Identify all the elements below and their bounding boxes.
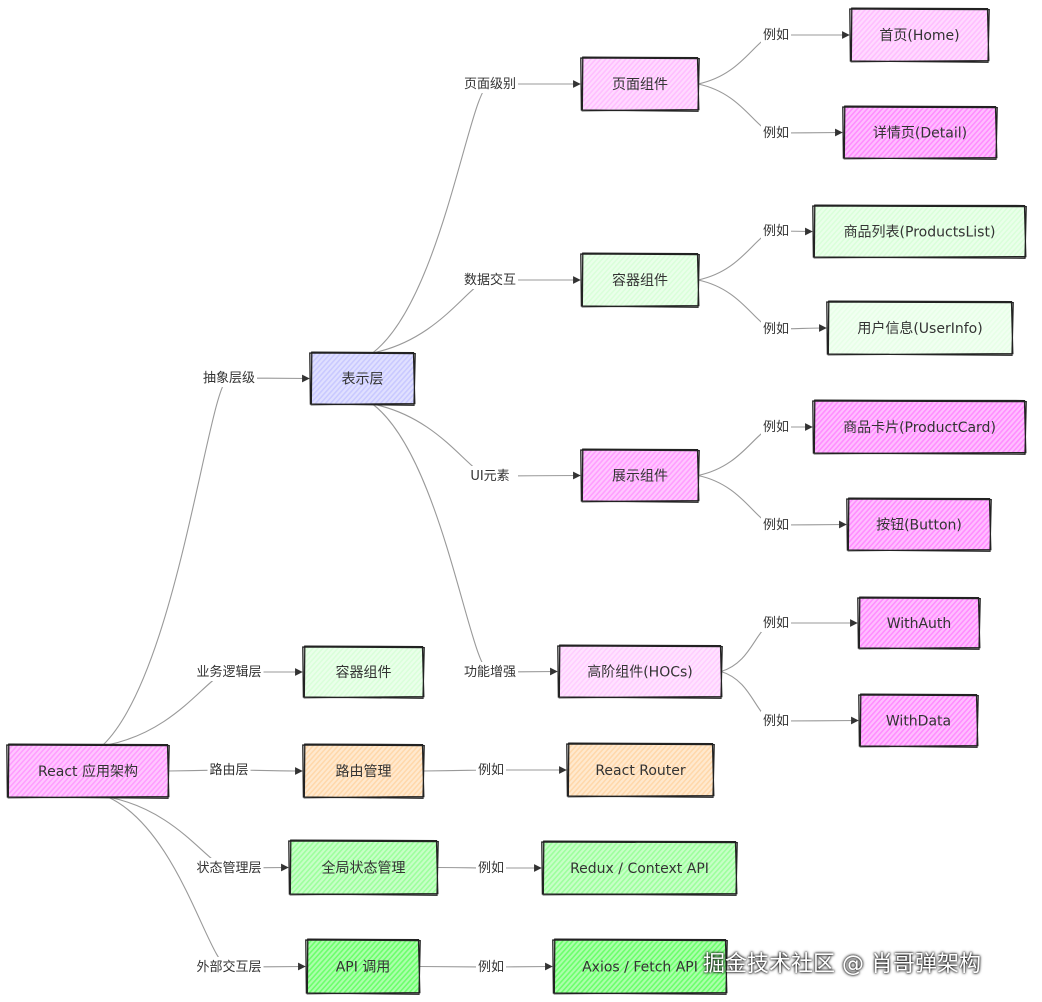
- node-label-pres: 表示层: [342, 372, 384, 388]
- edge-label-bg: [462, 74, 518, 93]
- node-label-pcard: 商品卡片(ProductCard): [843, 420, 996, 436]
- edge-label-pres-hoc: 功能增强: [464, 665, 516, 680]
- edge-label-bg: [194, 957, 264, 976]
- node-page: 页面组件: [580, 56, 700, 112]
- edge-label-pres-disp: UI元素: [470, 469, 509, 484]
- edge-root-api: [107, 796, 306, 971]
- edge-label-bg: [462, 270, 518, 289]
- edge-label-bg: [201, 368, 257, 387]
- edge-label-disp-pcard: 例如: [763, 419, 789, 435]
- node-root: React 应用架构: [6, 743, 170, 799]
- node-label-cont: 容器组件: [612, 272, 668, 289]
- watermark: 掘金技术社区 @ 肖哥弹架构: [703, 952, 981, 977]
- node-uinfo: 用户信息(UserInfo): [826, 300, 1014, 356]
- node-cont: 容器组件: [580, 252, 700, 308]
- node-label-uinfo: 用户信息(UserInfo): [857, 320, 982, 337]
- node-plist: 商品列表(ProductsList): [812, 204, 1027, 259]
- node-wdata: WithData: [858, 693, 979, 748]
- edge-label-root-pres: 抽象层级: [203, 371, 255, 386]
- edge-label-bg: [476, 760, 506, 779]
- node-axios: Axios / Fetch API: [552, 938, 728, 995]
- node-label-wdata: WithData: [886, 714, 951, 730]
- node-route: 路由管理: [302, 743, 425, 799]
- node-api: API 调用: [305, 938, 421, 995]
- edge-label-pres-page: 页面级别: [464, 77, 516, 92]
- node-label-root: React 应用架构: [38, 763, 138, 780]
- edge-label-pres-cont: 数据交互: [464, 272, 516, 288]
- node-home: 首页(Home): [849, 7, 990, 63]
- edge-label-bg: [761, 613, 791, 632]
- edge-label-bg: [462, 466, 518, 485]
- edge-label-route-rr: 例如: [478, 762, 504, 778]
- node-disp: 展示组件: [580, 448, 700, 503]
- node-detail: 详情页(Detail): [842, 105, 998, 160]
- edge-label-bg: [761, 319, 791, 338]
- node-rr: React Router: [566, 742, 715, 798]
- edge-label-hoc-wauth: 例如: [763, 615, 789, 631]
- edge-disp-pcard: [697, 423, 813, 477]
- edge-label-state-redux: 例如: [478, 860, 504, 876]
- edge-pres-hoc: [372, 403, 558, 676]
- edge-label-hoc-wdata: 例如: [763, 713, 789, 729]
- edge-label-bg: [476, 957, 506, 976]
- edge-cont-plist: [697, 227, 813, 281]
- node-label-disp: 展示组件: [612, 469, 668, 485]
- node-redux: Redux / Context API: [541, 840, 738, 896]
- edge-label-cont-uinfo: 例如: [763, 321, 789, 337]
- node-btn: 按钮(Button): [846, 497, 992, 552]
- node-label-route: 路由管理: [336, 764, 392, 780]
- edge-label-bg: [761, 515, 791, 534]
- edge-label-cont-plist: 例如: [763, 223, 789, 239]
- node-label-rr: React Router: [595, 763, 686, 779]
- node-label-page: 页面组件: [612, 77, 668, 93]
- edge-label-bg: [476, 858, 506, 877]
- node-hoc: 高阶组件(HOCs): [557, 644, 723, 699]
- node-pres: 表示层: [309, 351, 416, 406]
- edge-root-state: [107, 796, 289, 872]
- node-label-home: 首页(Home): [879, 28, 959, 44]
- node-label-redux: Redux / Context API: [570, 861, 709, 877]
- edge-label-bg: [761, 123, 791, 142]
- node-state: 全局状态管理: [288, 839, 439, 896]
- node-label-btn: 按钮(Button): [876, 518, 962, 534]
- node-label-state: 全局状态管理: [322, 860, 406, 877]
- node-label-plist: 商品列表(ProductsList): [844, 225, 996, 241]
- edge-label-root-api: 外部交互层: [196, 959, 261, 975]
- edge-pres-page: [372, 80, 581, 354]
- edge-label-bg: [194, 858, 264, 877]
- node-label-detail: 详情页(Detail): [873, 126, 967, 142]
- edge-label-page-home: 例如: [763, 27, 789, 43]
- edge-label-root-route: 路由层: [209, 762, 248, 778]
- node-label-biz: 容器组件: [336, 664, 392, 681]
- edge-label-bg: [761, 711, 791, 730]
- edge-label-bg: [761, 417, 791, 436]
- edge-label-api-axios: 例如: [478, 959, 504, 975]
- edge-root-pres: [102, 374, 310, 746]
- node-label-hoc: 高阶组件(HOCs): [587, 664, 693, 681]
- edge-label-page-detail: 例如: [763, 125, 789, 141]
- node-wauth: WithAuth: [857, 596, 981, 650]
- edge-label-root-state: 状态管理层: [196, 861, 261, 876]
- node-label-api: API 调用: [336, 960, 391, 976]
- edge-label-bg: [194, 662, 264, 681]
- edge-root-biz: [106, 668, 303, 746]
- edge-label-bg: [761, 25, 791, 44]
- edge-label-bg: [462, 662, 518, 681]
- edge-pres-disp: [372, 403, 581, 480]
- edge-label-disp-btn: 例如: [763, 517, 789, 533]
- node-label-axios: Axios / Fetch API: [582, 960, 698, 976]
- edge-label-bg: [761, 221, 791, 240]
- node-label-wauth: WithAuth: [887, 616, 952, 632]
- node-biz: 容器组件: [302, 645, 425, 699]
- node-pcard: 商品卡片(ProductCard): [812, 399, 1027, 455]
- edge-label-bg: [207, 760, 251, 779]
- edge-label-root-biz: 业务逻辑层: [196, 664, 261, 680]
